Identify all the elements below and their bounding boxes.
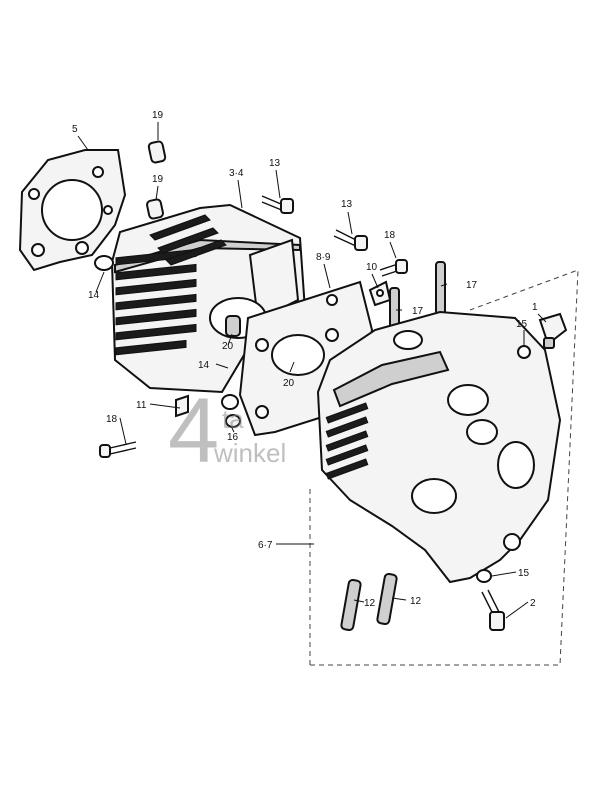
head-group-outline xyxy=(309,269,579,666)
callout-2: 2 xyxy=(530,598,536,609)
callout-5: 5 xyxy=(72,124,78,135)
callout-12a: 12 xyxy=(364,598,376,609)
washer-15a xyxy=(517,345,531,359)
cylinder-head xyxy=(316,310,562,584)
watermark-line1: ta xyxy=(222,404,244,434)
callout-17b: 17 xyxy=(412,306,424,317)
washer-15b xyxy=(476,569,492,583)
leader-lines xyxy=(77,122,547,619)
callout-14b: 14 xyxy=(198,360,210,371)
bolt-13b xyxy=(333,229,368,251)
callout-6-7: 6·7 xyxy=(258,540,273,551)
callout-10: 10 xyxy=(366,262,378,273)
callout-13b: 13 xyxy=(341,199,353,210)
callout-14a: 14 xyxy=(88,290,100,301)
callout-18b: 18 xyxy=(106,414,118,425)
callout-20b: 20 xyxy=(283,378,295,389)
stud-17a xyxy=(435,261,446,315)
bolt-18b xyxy=(99,441,137,458)
watermark-line2: winkel xyxy=(213,438,286,468)
o-ring-14b xyxy=(221,394,239,410)
callout-15b: 15 xyxy=(518,568,530,579)
stud-12b xyxy=(376,572,398,626)
callout-13a: 13 xyxy=(269,158,281,169)
cap-16 xyxy=(225,414,241,428)
bolt-18a xyxy=(379,259,408,277)
bracket-10 xyxy=(368,280,392,307)
callout-19b: 19 xyxy=(152,174,164,185)
callout-16: 16 xyxy=(227,432,239,443)
callout-17a: 17 xyxy=(466,280,478,291)
callout-3-4: 3·4 xyxy=(229,168,244,179)
stud-12a xyxy=(340,578,362,632)
callout-15a: 15 xyxy=(516,319,528,330)
o-ring-14a xyxy=(94,255,114,271)
callout-1: 1 xyxy=(532,302,538,313)
dowel-pin-19a xyxy=(147,140,167,164)
shop-watermark: 4 ta winkel xyxy=(168,380,286,482)
clip-11 xyxy=(175,394,189,418)
callout-11: 11 xyxy=(136,400,147,411)
callout-12b: 12 xyxy=(410,596,422,607)
fitting-1 xyxy=(538,312,568,349)
dowel-pin-19b xyxy=(146,198,164,220)
callout-20a: 20 xyxy=(222,341,234,352)
bolt-2 xyxy=(481,589,505,631)
callout-8-9: 8·9 xyxy=(316,252,331,263)
callout-18a: 18 xyxy=(384,230,396,241)
bolt-13a xyxy=(261,195,294,214)
watermark-digit: 4 xyxy=(168,380,219,482)
cylinder-base-gasket xyxy=(18,149,127,272)
cylinder-block xyxy=(110,203,307,394)
callout-19a: 19 xyxy=(152,110,164,121)
callout-labels: 5 19 19 3·4 13 13 18 8·9 10 17 17 1 15 1… xyxy=(72,110,538,609)
